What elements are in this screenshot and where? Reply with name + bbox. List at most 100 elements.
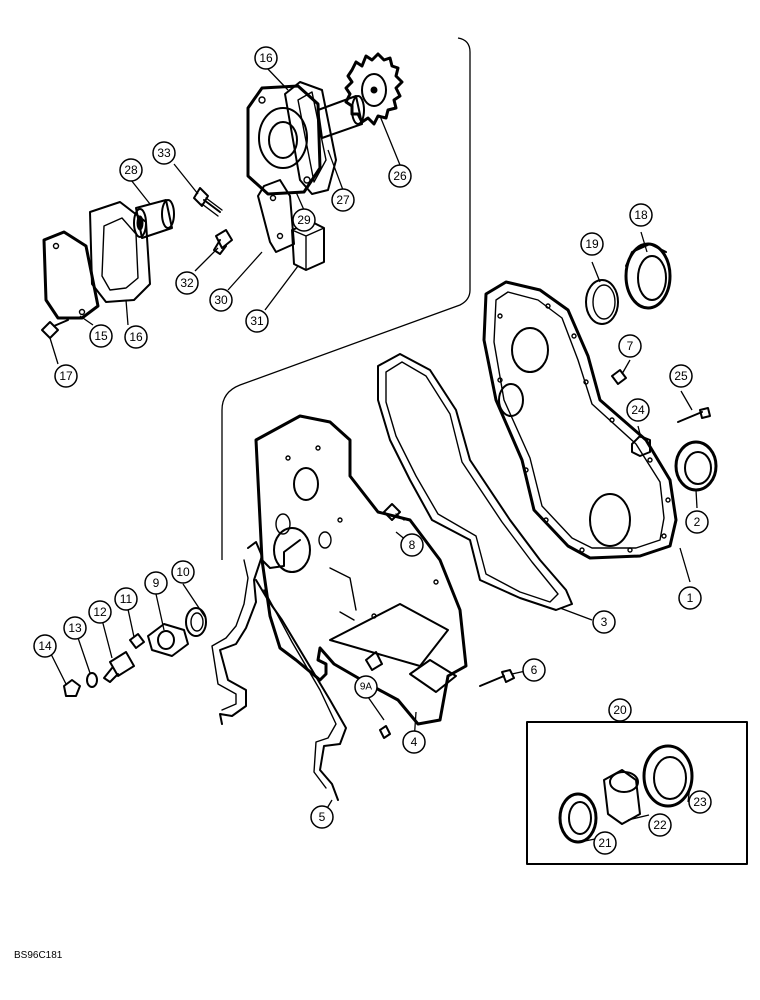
capscrew-33	[193, 187, 223, 217]
callout-12: 12	[88, 600, 112, 624]
pump-housing	[246, 84, 322, 196]
svg-text:9A: 9A	[360, 682, 373, 693]
svg-text:4: 4	[411, 735, 418, 749]
callout-32: 32	[175, 271, 199, 295]
seal-2	[674, 440, 718, 492]
callout-18: 18	[629, 203, 653, 227]
seal-ring-10	[185, 607, 207, 637]
svg-text:8: 8	[409, 538, 416, 552]
svg-text:16: 16	[259, 51, 273, 65]
callout-5: 5	[310, 805, 334, 829]
callout-16-cover-gasket: 16	[124, 325, 148, 349]
capscrew-6	[479, 669, 515, 687]
callout-21: 21	[593, 831, 617, 855]
pump-drive-gear	[344, 52, 404, 126]
svg-text:26: 26	[393, 169, 407, 183]
callout-19: 19	[580, 232, 604, 256]
svg-text:30: 30	[214, 293, 228, 307]
callout-20: 20	[608, 698, 632, 722]
capscrew-17	[41, 319, 69, 339]
callout-14: 14	[33, 634, 57, 658]
callout-33: 33	[152, 141, 176, 165]
callout-26: 26	[388, 164, 412, 188]
callout-22: 22	[648, 813, 672, 837]
svg-text:2: 2	[694, 515, 701, 529]
callout-10: 10	[171, 560, 195, 584]
callout-13: 13	[63, 616, 87, 640]
seal-kit-seal-23	[642, 744, 694, 808]
o-ring-13	[86, 672, 98, 688]
svg-text:31: 31	[250, 314, 264, 328]
svg-text:21: 21	[598, 836, 612, 850]
svg-text:11: 11	[120, 592, 133, 606]
cover-gasket	[89, 201, 151, 303]
svg-text:22: 22	[653, 818, 667, 832]
svg-text:5: 5	[319, 810, 326, 824]
svg-text:20: 20	[613, 703, 627, 717]
assembly-boundary-line	[221, 37, 471, 560]
seal-kit-seal-21	[558, 792, 598, 844]
front-seal	[624, 242, 672, 310]
callout-17: 17	[54, 364, 78, 388]
front-cover-gasket	[377, 353, 573, 611]
callout-29: 29	[292, 208, 316, 232]
callout-9: 9	[144, 571, 168, 595]
bracket	[257, 179, 295, 253]
o-ring-19	[585, 279, 619, 325]
svg-text:9: 9	[153, 576, 160, 590]
callout-4: 4	[402, 730, 426, 754]
front-cover	[482, 280, 678, 560]
callout-1: 1	[678, 586, 702, 610]
svg-text:29: 29	[297, 213, 311, 227]
svg-text:3: 3	[601, 615, 608, 629]
svg-text:18: 18	[634, 208, 648, 222]
callout-16-pump-gasket: 16	[254, 46, 278, 70]
svg-text:7: 7	[627, 339, 634, 353]
gear-housing	[254, 414, 468, 726]
callout-31: 31	[245, 309, 269, 333]
capscrew-25	[677, 407, 711, 423]
callout-3: 3	[592, 610, 616, 634]
svg-text:33: 33	[157, 146, 171, 160]
fitting-32	[213, 229, 233, 255]
capscrew-11	[129, 633, 145, 649]
figure-reference-code: BS96C181	[14, 950, 63, 961]
callout-23: 23	[688, 790, 712, 814]
svg-text:32: 32	[180, 276, 194, 290]
callout-8: 8	[400, 533, 424, 557]
svg-text:27: 27	[336, 193, 350, 207]
pump-gasket	[284, 81, 337, 195]
flange-9	[147, 623, 189, 657]
svg-text:14: 14	[38, 639, 52, 653]
svg-text:28: 28	[124, 163, 138, 177]
callout-27: 27	[331, 188, 355, 212]
leader-lines	[47, 66, 698, 843]
svg-text:1: 1	[687, 591, 694, 605]
svg-text:13: 13	[68, 621, 82, 635]
callout-7: 7	[618, 334, 642, 358]
svg-text:15: 15	[94, 329, 108, 343]
callout-24: 24	[626, 398, 650, 422]
svg-text:19: 19	[585, 237, 599, 251]
seal-kit-sleeve-22	[603, 769, 641, 825]
svg-text:24: 24	[631, 403, 645, 417]
callout-11: 11	[114, 587, 138, 611]
svg-text:25: 25	[674, 369, 688, 383]
dowel-pin	[379, 725, 391, 739]
callout-15: 15	[89, 324, 113, 348]
svg-text:16: 16	[129, 330, 143, 344]
callout-9a: 9A	[354, 675, 378, 699]
svg-text:12: 12	[93, 605, 107, 619]
svg-text:10: 10	[176, 565, 190, 579]
callout-2: 2	[685, 510, 709, 534]
svg-text:17: 17	[59, 369, 73, 383]
svg-text:23: 23	[693, 795, 707, 809]
callout-6: 6	[522, 658, 546, 682]
housing-gasket	[211, 541, 347, 801]
cover-plate	[42, 230, 100, 320]
bushing	[133, 199, 175, 239]
plug-12	[103, 651, 135, 683]
callout-30: 30	[209, 288, 233, 312]
callout-25: 25	[669, 364, 693, 388]
nut-14	[63, 679, 81, 697]
